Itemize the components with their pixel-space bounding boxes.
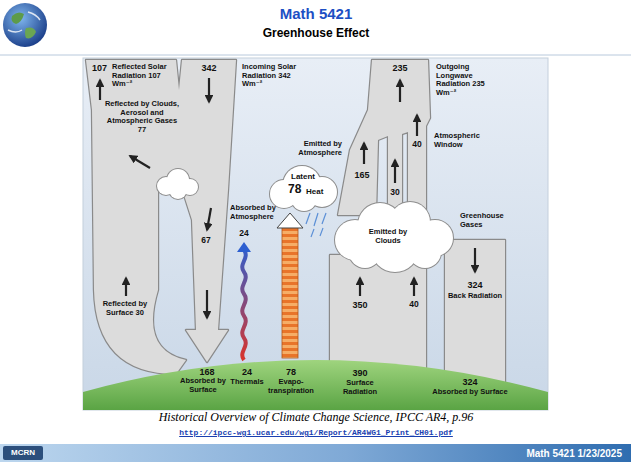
logo-text: MCRN [4,448,42,457]
earth-icon [28,12,40,20]
flux-value: 107 [92,63,112,73]
header-rule [0,55,631,56]
flow-arrow [359,278,361,296]
earth-icon [25,28,36,39]
earth-icon [3,3,47,47]
cloud-shape [264,164,342,212]
evapotranspiration-column [277,213,303,358]
flux-value: 40 [407,300,421,310]
earth-icon [12,12,25,24]
flux-value: 390 [348,368,372,378]
figure-caption: Historical Overview of Climate Change Sc… [86,411,546,425]
flow-arrow [206,290,208,318]
flux-label: Absorbed by Atmosphere [230,204,280,221]
flux-value: 342 [194,63,224,73]
flux-value: 78 [283,367,299,377]
flux-label: Emitted by Clouds [363,228,413,245]
flow-arrow [130,156,150,168]
earth-icon [8,30,22,32]
slide-subtitle: Greenhouse Effect [166,27,466,41]
rain-streaks [322,213,326,224]
flux-value: 40 [409,140,425,150]
flux-label: Emitted by Atmosphere [282,140,342,157]
flux-value: 24 [236,229,252,239]
slide-title: Math 5421 [166,5,466,22]
flux-band [86,60,236,374]
flow-arrow [399,80,401,102]
cloud-text: 78 [288,183,304,197]
flux-label: Absorbed by Surface [178,377,228,394]
flow-arrow [100,78,475,318]
flux-band-outline [86,60,505,385]
flux-value: 30 [388,188,402,198]
flux-value: 165 [352,170,372,180]
flux-band-outline [330,60,430,385]
evapotranspiration-column [277,213,303,228]
flux-band-outline [445,240,505,385]
flux-value: 24 [239,367,255,377]
flux-band [86,60,505,385]
flow-arrow [208,78,210,102]
flux-value: 67 [199,236,213,246]
flux-band [445,240,505,385]
rain-streaks [306,213,326,237]
flux-label: Back Radiation [447,292,503,301]
flow-arrow [207,208,211,230]
source-link: http://ipcc-wg1.ucar.edu/wg1/Report/AR4W… [106,428,526,437]
flux-label: Reflected by Clouds, Aerosol and Atmosph… [104,100,180,135]
sky-background [83,58,548,410]
rain-streaks [306,213,310,224]
flow-arrow [99,80,101,100]
flux-value: 168 [195,367,219,377]
footer-text: Math 5421 1/23/2025 [482,448,622,460]
latent-heat-cloud: Latent 78Heat [264,164,342,212]
flux-value: 324 [463,280,487,290]
flow-arrow [474,248,476,272]
evapotranspiration-column [282,226,298,358]
rain-streaks [314,213,318,226]
rain-streaks [311,229,314,237]
flow-arrow [394,160,396,183]
flow-arrow [416,115,418,136]
thermals-squiggle [237,242,251,360]
logo-box [3,446,43,460]
flux-value: 350 [350,300,370,310]
flux-label: Thermals [227,378,267,387]
thermals-squiggle [242,250,245,360]
ground [83,360,548,410]
flux-label: Evapo- transpiration [266,378,316,395]
flux-label: Reflected by Surface 30 [99,300,151,317]
rain-streaks [320,228,323,236]
earth-icon [3,3,47,47]
cloud-text: Heat [306,187,330,196]
cloud-outline [169,181,187,199]
flow-arrow [125,278,127,296]
cloud [169,181,187,199]
flux-label: Reflected Solar Radiation 107 Wm⁻² [112,63,170,89]
flux-label: Atmospheric Window [434,132,498,149]
flux-value: 324 [458,377,482,387]
flux-band [330,60,430,385]
thermals-squiggle [237,242,251,252]
flow-arrow [363,143,365,164]
flux-label: Surface Radiation [330,379,390,396]
flux-label: Incoming Solar Radiation 342 Wm⁻² [242,63,306,89]
flow-arrow [413,278,415,296]
cloud-text: Latent [288,172,318,181]
cloud-outline [409,236,441,268]
flux-value: 235 [385,63,415,73]
flux-label: Outgoing Longwave Radiation 235 Wm⁻² [436,63,506,98]
flux-band-outline [86,60,236,374]
footer-bar [0,444,631,462]
flux-label: Greenhouse Gases [460,212,516,229]
cloud [409,236,441,268]
flux-label: Absorbed by Surface [428,388,512,397]
